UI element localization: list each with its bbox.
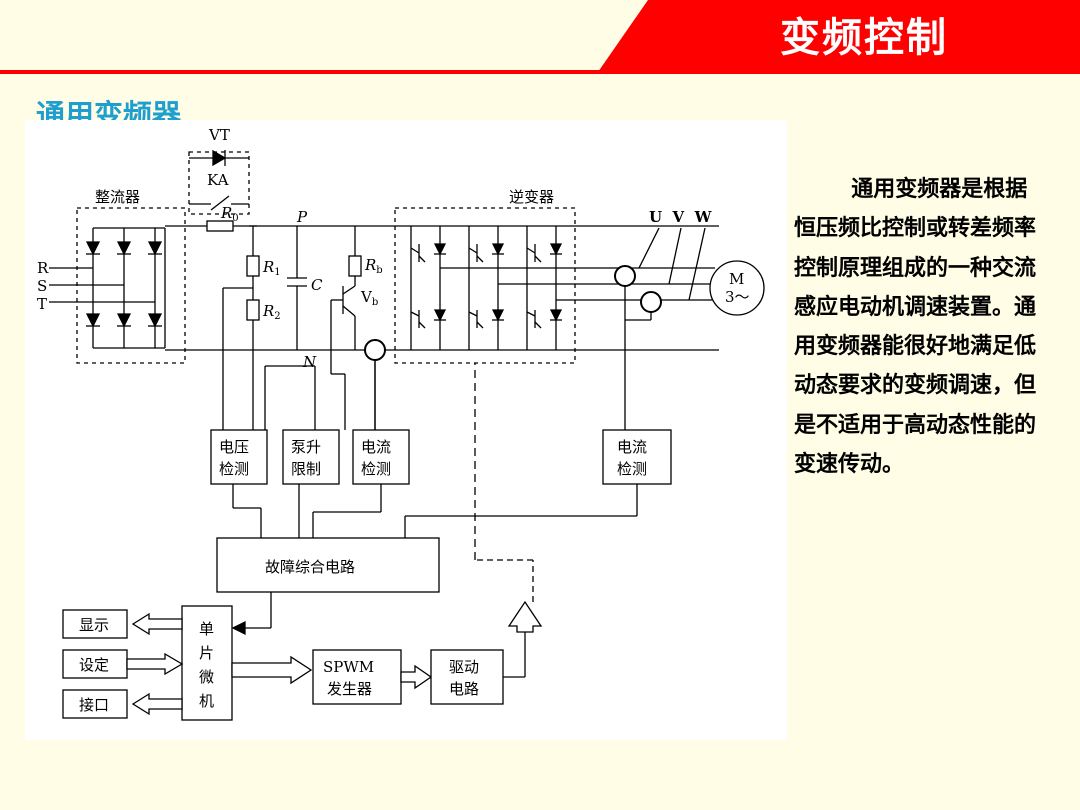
mcu-char-3: 微 xyxy=(199,668,214,686)
motor-m-label: M xyxy=(729,270,744,288)
inverter-leg-1 xyxy=(410,226,447,350)
voltage-detect-block xyxy=(210,429,268,485)
current-detect-2-line1: 电流 xyxy=(617,438,647,456)
ka-label: KA xyxy=(207,171,229,189)
input-t-label: T xyxy=(37,295,47,313)
header-red-shape xyxy=(598,0,1080,72)
mcu-char-2: 片 xyxy=(199,644,214,662)
vt-ka-box xyxy=(188,151,250,215)
current-detect-block-1 xyxy=(352,429,410,485)
header-red-line xyxy=(0,70,1080,74)
setting-arrow xyxy=(126,652,184,676)
diagram-panel: 整流器 R S T VT KA R0 P N xyxy=(25,120,787,740)
vb-label: Vb xyxy=(360,288,378,308)
r1-resistor xyxy=(246,255,260,277)
input-s-label: S xyxy=(37,277,47,295)
current-detect-block-2 xyxy=(602,429,672,485)
output-current-sensor-1 xyxy=(614,265,636,287)
drive-line1: 驱动 xyxy=(449,658,479,676)
motor-3-label: 3～ xyxy=(725,288,750,306)
motor xyxy=(709,260,765,316)
display-label: 显示 xyxy=(79,616,109,634)
display-arrow xyxy=(131,612,183,636)
mcu-char-4: 机 xyxy=(199,692,214,710)
fault-circuit-block xyxy=(216,537,440,593)
drive-to-inverter-arrow xyxy=(507,600,543,633)
inverter-circuit-diagram: 整流器 R S T VT KA R0 P N xyxy=(37,126,765,721)
current-detect-2-line2: 检测 xyxy=(617,460,647,478)
rect-leg-3 xyxy=(147,228,163,348)
inverter-leg-3 xyxy=(526,226,563,350)
output-current-sensor-2 xyxy=(640,291,662,313)
mcu-block xyxy=(181,605,233,721)
interface-arrow xyxy=(131,692,183,716)
mcu-to-spwm-arrow xyxy=(231,655,313,685)
thyristor-vt xyxy=(189,149,249,167)
fault-to-mcu-arrow xyxy=(231,620,246,636)
inverter-block xyxy=(394,207,576,364)
brake-transistor-vb xyxy=(331,285,356,350)
pump-limit-block xyxy=(282,429,340,485)
spwm-to-drive-arrow xyxy=(400,664,433,690)
c-label: C xyxy=(311,276,323,294)
vt-label: VT xyxy=(208,126,230,144)
rectifier-label: 整流器 xyxy=(95,188,140,206)
r0-resistor xyxy=(206,220,234,232)
rect-leg-1 xyxy=(85,228,101,348)
inverter-label: 逆变器 xyxy=(509,188,554,206)
r0-label: R0 xyxy=(220,204,239,224)
mcu-char-1: 单 xyxy=(199,620,214,638)
interface-block xyxy=(62,689,128,719)
current-detect-1-line2: 检测 xyxy=(361,460,391,478)
drive-block xyxy=(430,649,504,705)
spwm-line2: 发生器 xyxy=(327,680,372,698)
rb-resistor xyxy=(348,255,362,277)
rb-label: Rb xyxy=(364,256,383,276)
uvw-label: U V W xyxy=(649,208,713,226)
description-text: 通用变频器是根据恒压频比控制或转差频率控制原理组成的一种交流感应电动机调速装置。… xyxy=(794,176,1037,478)
ka-contact xyxy=(189,195,249,211)
r2-resistor xyxy=(246,299,260,321)
spwm-line1: SPWM xyxy=(323,658,374,676)
rect-leg-2 xyxy=(116,228,132,348)
current-detect-1-line1: 电流 xyxy=(361,438,391,456)
drive-line2: 电路 xyxy=(449,680,479,698)
setting-label: 设定 xyxy=(79,656,109,674)
voltage-detect-line2: 检测 xyxy=(219,460,249,478)
dc-current-sensor xyxy=(364,339,386,361)
r1-label: R1 xyxy=(262,258,281,278)
header-band xyxy=(0,0,1080,74)
pump-limit-line2: 限制 xyxy=(291,460,321,478)
interface-label: 接口 xyxy=(79,696,109,714)
inverter-leg-2 xyxy=(468,226,505,350)
p-label: P xyxy=(296,208,308,226)
fault-circuit-label: 故障综合电路 xyxy=(265,558,355,576)
r2-label: R2 xyxy=(262,302,281,322)
display-block xyxy=(62,609,128,639)
voltage-detect-line1: 电压 xyxy=(219,438,249,456)
input-r-label: R xyxy=(37,259,49,277)
page-title: 变频控制 xyxy=(780,15,948,61)
pump-limit-line1: 泵升 xyxy=(291,438,321,456)
